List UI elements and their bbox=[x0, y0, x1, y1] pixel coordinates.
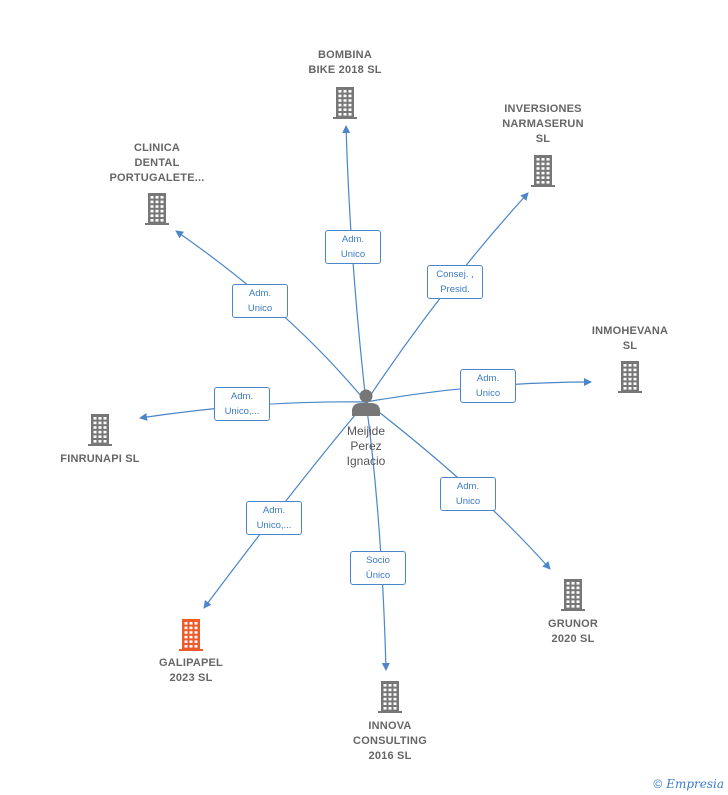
center-person-label[interactable]: Meijide Perez Ignacio bbox=[346, 424, 386, 468]
brand-name: Empresia bbox=[666, 777, 724, 791]
edge-label-finrunapi[interactable]: Adm. Unico,... bbox=[214, 387, 270, 421]
company-label-inversiones[interactable]: INVERSIONES NARMASERUN SL bbox=[502, 103, 584, 145]
building-icon-bombina bbox=[333, 87, 357, 119]
company-label-innova[interactable]: INNOVA CONSULTING 2016 SL bbox=[353, 720, 427, 762]
edge-innova bbox=[365, 401, 390, 671]
edge-label-innova[interactable]: Socio Único bbox=[350, 551, 406, 585]
company-label-galipapel[interactable]: GALIPAPEL 2023 SL bbox=[159, 657, 223, 684]
edge-bombina bbox=[342, 125, 367, 403]
edge-label-inversiones[interactable]: Consej. , Presid. bbox=[427, 265, 483, 299]
edge-label-grunor[interactable]: Adm. Unico bbox=[440, 477, 496, 511]
brand-watermark: ©Empresia bbox=[653, 777, 724, 791]
edge-label-bombina[interactable]: Adm. Unico bbox=[325, 230, 381, 264]
edge-label-clinica[interactable]: Adm. Unico bbox=[232, 284, 288, 318]
icons-layer bbox=[88, 87, 642, 713]
building-icon-grunor bbox=[561, 579, 585, 611]
building-icon-inversiones bbox=[531, 155, 555, 187]
building-icon-inmohevana bbox=[618, 361, 642, 393]
building-icon-innova bbox=[378, 681, 402, 713]
edge-label-galipapel[interactable]: Adm. Unico,... bbox=[246, 501, 302, 535]
company-label-bombina[interactable]: BOMBINA BIKE 2018 SL bbox=[308, 49, 382, 76]
company-label-grunor[interactable]: GRUNOR 2020 SL bbox=[547, 618, 599, 645]
building-icon-clinica bbox=[145, 193, 169, 225]
company-label-clinica[interactable]: CLINICA DENTAL PORTUGALETE... bbox=[109, 142, 205, 184]
edge-galipapel bbox=[203, 401, 367, 609]
person-icon bbox=[352, 389, 380, 416]
edge-label-inmohevana[interactable]: Adm. Unico bbox=[460, 369, 516, 403]
company-label-finrunapi[interactable]: FINRUNAPI SL bbox=[60, 453, 140, 465]
copyright-symbol: © bbox=[653, 777, 663, 791]
building-icon-finrunapi bbox=[88, 414, 112, 446]
building-icon-galipapel bbox=[179, 619, 203, 651]
company-label-inmohevana[interactable]: INMOHEVANA SL bbox=[591, 325, 669, 352]
